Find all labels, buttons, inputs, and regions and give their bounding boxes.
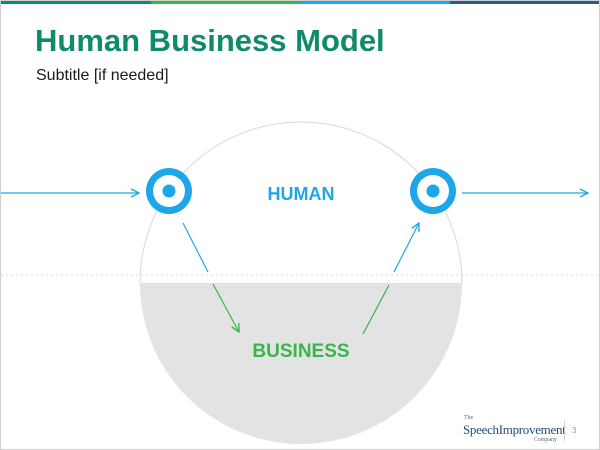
left-target-node	[146, 168, 192, 214]
slide-title: Human Business Model	[35, 23, 385, 58]
top-bar-segment	[450, 1, 599, 4]
company-logo: The SpeechImprovement Company	[463, 415, 566, 445]
top-bar-segment	[1, 1, 151, 4]
page-number: 3	[572, 426, 577, 435]
top-accent-bar	[1, 1, 599, 4]
slide-subtitle: Subtitle [if needed]	[36, 67, 169, 84]
top-bar-segment	[301, 1, 450, 4]
business-half-circle	[140, 283, 462, 444]
footer-divider	[564, 421, 565, 441]
right-up-arrow-green	[362, 284, 390, 335]
logo-the-text: The	[464, 415, 474, 421]
business-label: BUSINESS	[252, 341, 349, 362]
logo-company-text: Company	[533, 437, 557, 443]
left-down-arrow-green	[212, 283, 239, 332]
left-down-arrow-blue	[182, 222, 209, 273]
logo-main-text: SpeechImprovement	[463, 422, 566, 437]
top-bar-segment	[151, 1, 301, 4]
human-label: HUMAN	[268, 184, 335, 204]
right-target-node	[410, 168, 456, 214]
right-up-arrow-blue	[393, 223, 419, 273]
